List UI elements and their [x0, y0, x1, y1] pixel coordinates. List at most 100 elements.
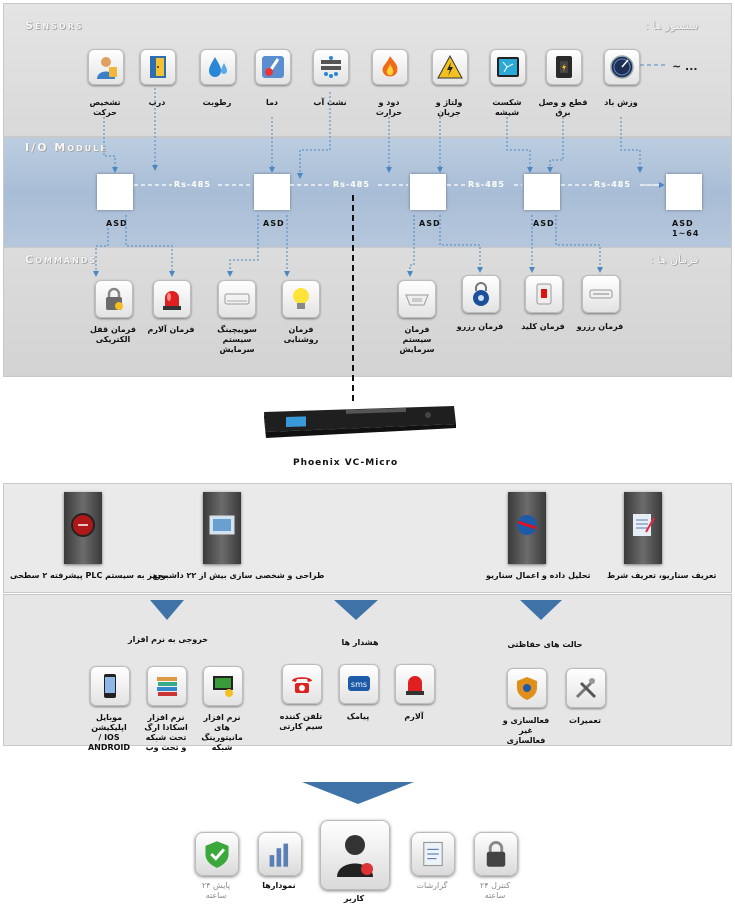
feature-analysis-label: تحلیل داده و اعمال سناریو [486, 571, 591, 580]
output-mobile-tile [90, 666, 130, 706]
wind-gauge-icon [610, 55, 634, 79]
water-leak-icon [321, 56, 341, 78]
alarm-siren-icon [163, 291, 181, 310]
feature-plc-label: مجهز به سیستم PLC پیشرفته ۲ سطحی [10, 571, 169, 580]
arrow-software [150, 600, 184, 620]
sensor-motion-tile [88, 49, 124, 85]
sensor-door-tile [140, 49, 176, 85]
link-power-asd4 [547, 117, 564, 173]
link-wind-asd64 [620, 117, 643, 173]
cmd-reserve-1-label: فرمان رزرو [456, 322, 504, 331]
shield-toggle-icon [517, 677, 537, 700]
link-glass-asd4 [506, 117, 533, 173]
user-tile [320, 820, 390, 890]
feature-scenario-label: تعریف سناریو، تعریف شرط [607, 571, 717, 580]
sensor-wind-label: وزش باد [604, 98, 638, 107]
asd-module-1 [97, 174, 133, 210]
power-switch-icon [556, 56, 572, 78]
sensors-title-en: Sensors [25, 19, 84, 32]
person-icon [97, 57, 117, 79]
light-bulb-icon [293, 288, 309, 309]
cmd-key-label: فرمان کلید [521, 322, 565, 331]
output-alarm-label: آلارم [404, 712, 424, 721]
scenario-icon [633, 514, 655, 536]
sensor-temperature-label: دما [265, 98, 279, 107]
output-repairs-label: تعمیرات [569, 716, 601, 725]
cmd-reserve-2-tile [582, 275, 620, 313]
asd-range-label: 1~64 [672, 229, 700, 238]
sensor-water-leak-label: نشت آب [313, 98, 347, 107]
sensor-more-indicator: ~ ... [672, 60, 698, 73]
key-switch-icon [536, 283, 552, 305]
mobile-phone-icon [104, 674, 116, 698]
sensor-power-tile [546, 49, 582, 85]
rs485-label-3: Rs-485 [468, 180, 505, 189]
books-icon [157, 677, 177, 696]
asd-label-64: ASD [672, 219, 694, 228]
link-motion-asd1 [103, 117, 118, 173]
door-icon [150, 56, 166, 78]
sensor-door-label: درب [148, 98, 166, 107]
group-protection-title: حالت های حفاظتی [507, 640, 583, 649]
network-monitor-icon [213, 676, 233, 697]
feature-plc-pillar [64, 492, 102, 564]
sensor-humidity-tile [200, 49, 236, 85]
link-asd1-alarm [125, 215, 175, 277]
product-name: Phoenix VC-Micro [293, 458, 399, 468]
dashboard-icon [209, 515, 235, 535]
sensor-voltage-tile [432, 49, 468, 85]
voltage-warning-icon [437, 54, 463, 79]
user-control-tile [474, 832, 518, 876]
reserve-device-icon [589, 289, 613, 299]
asd-label-1: ASD [106, 219, 128, 228]
sensors-title-fa: سنسور ها : [645, 19, 699, 32]
user-reports-label: گزارشات [416, 881, 448, 890]
output-alarm-tile [395, 664, 435, 704]
cmd-cooling-tile [398, 280, 436, 318]
io-module-title: I/O Module [25, 141, 108, 154]
cmd-key-tile [525, 275, 563, 313]
sensor-wind-tile [604, 49, 640, 85]
analysis-icon [517, 515, 537, 535]
cmd-electric-lock-tile [95, 280, 133, 318]
asd-module-2 [254, 174, 290, 210]
user-charts-label: نمودارها [262, 881, 296, 890]
reports-icon [423, 841, 443, 867]
electric-lock-icon [106, 287, 123, 310]
output-phone-tile [282, 664, 322, 704]
dial-lock-icon [473, 282, 489, 306]
user-monitoring-tile [195, 832, 239, 876]
shield-check-icon [205, 841, 229, 868]
user-label: کاربر [343, 894, 365, 903]
fire-icon [382, 56, 398, 77]
user-reports-tile [411, 832, 455, 876]
cmd-reserve-1-tile [462, 275, 500, 313]
rs485-label-2: Rs-485 [333, 180, 370, 189]
tools-icon [575, 678, 597, 699]
asd-module-64 [666, 174, 702, 210]
svg-text:sms: sms [351, 680, 367, 689]
feature-dashboard-pillar [203, 492, 241, 564]
user-arrow [302, 782, 414, 804]
link-asd3-reserve [439, 215, 483, 273]
commands-title-en: Commands [25, 253, 98, 266]
link-asd4-reserve [555, 215, 603, 273]
connector-lines [93, 64, 665, 405]
sms-icon: sms [348, 676, 370, 691]
controller-device [264, 406, 456, 438]
feature-dashboard-label: طراحی و شخصی سازی بیش از ۲۲ داشبورد [152, 571, 325, 580]
asd-label-4: ASD [533, 219, 555, 228]
group-software-title: خروجی به نرم افزار [128, 635, 208, 644]
